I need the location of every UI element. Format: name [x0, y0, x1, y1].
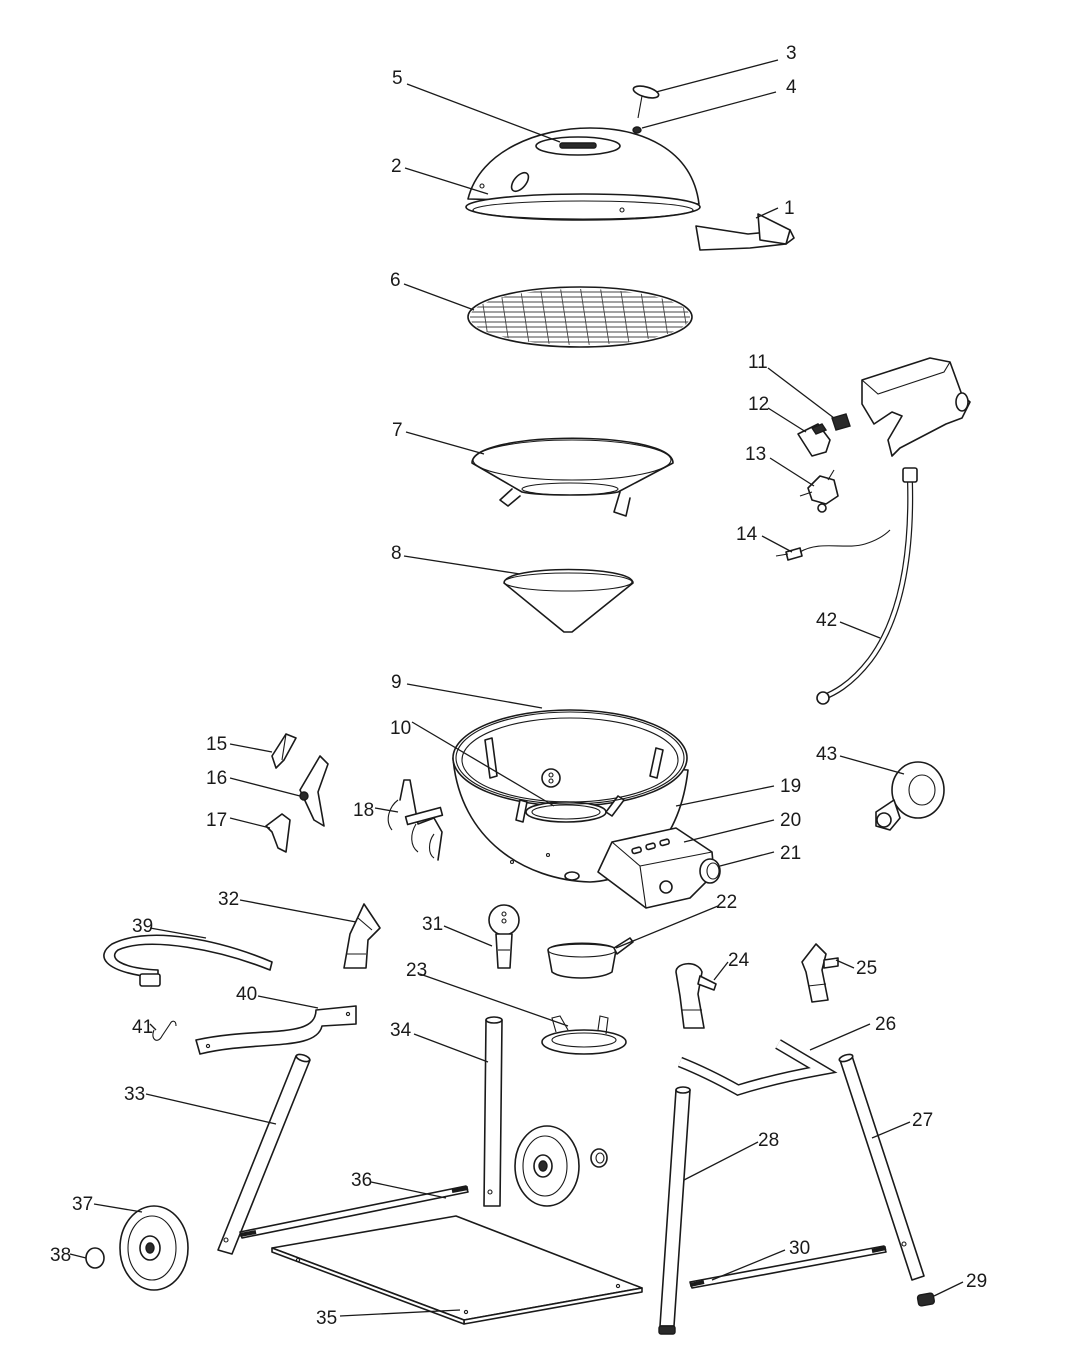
callout-18: 18: [353, 800, 374, 821]
igniter-icon: [797, 423, 831, 457]
axle-rod-icon: [239, 1185, 469, 1239]
gas-hose-icon: [816, 467, 918, 705]
wheel-icon: [514, 1125, 608, 1207]
callout-16: 16: [206, 768, 227, 789]
callout-2: 2: [391, 156, 402, 177]
callout-13: 13: [745, 444, 766, 465]
callout-20: 20: [780, 810, 801, 831]
foot-cap-icon: [916, 1292, 935, 1307]
valve-icon: [799, 469, 839, 513]
callout-19: 19: [780, 776, 801, 797]
cooking-grate-icon: [467, 286, 693, 348]
callout-21: 21: [780, 843, 801, 864]
leg-socket-icon: [801, 943, 839, 1003]
bracket-icon: [265, 813, 291, 853]
wheel-icon: [119, 1205, 189, 1291]
callout-8: 8: [391, 543, 402, 564]
callout-29: 29: [966, 1271, 987, 1292]
strap-icon: [195, 1005, 357, 1055]
callout-9: 9: [391, 672, 402, 693]
control-knob-icon: [699, 858, 721, 884]
callout-14: 14: [736, 524, 758, 545]
thermometer-icon: [632, 85, 660, 119]
callout-23: 23: [406, 960, 427, 981]
strap-icon: [103, 934, 273, 987]
leg-socket-icon: [675, 962, 717, 1029]
callout-22: 22: [716, 892, 737, 913]
callout-31: 31: [422, 914, 443, 935]
callout-42: 42: [816, 610, 837, 631]
callout-12: 12: [748, 394, 769, 415]
callout-35: 35: [316, 1308, 337, 1329]
callout-26: 26: [875, 1014, 896, 1035]
callout-30: 30: [789, 1238, 810, 1259]
callout-40: 40: [236, 984, 257, 1005]
callout-41: 41: [132, 1017, 153, 1038]
heat-tent-icon: [471, 437, 674, 517]
callout-43: 43: [816, 744, 837, 765]
callout-7: 7: [392, 420, 403, 441]
callout-15: 15: [206, 734, 227, 755]
leg-tube-icon: [838, 1053, 925, 1281]
callout-17: 17: [206, 810, 227, 831]
callout-10: 10: [390, 718, 411, 739]
callout-6: 6: [390, 270, 401, 291]
callout-1: 1: [784, 198, 795, 219]
leg-tube-icon: [217, 1053, 311, 1255]
callout-4: 4: [786, 77, 797, 98]
callout-27: 27: [912, 1110, 933, 1131]
callout-24: 24: [728, 950, 750, 971]
spring-clip-icon: [152, 1020, 177, 1041]
callout-33: 33: [124, 1084, 145, 1105]
leg-socket-icon: [343, 903, 381, 969]
lid-handle-icon: [695, 213, 795, 251]
callout-39: 39: [132, 916, 153, 937]
leg-tube-icon: [658, 1086, 691, 1335]
leg-tube-icon: [483, 1016, 503, 1207]
bowl-inner-ring-icon: [531, 804, 601, 820]
callout-labels: 1 2 3 4 5 6 7 8 9 10 11 12 13 14 15 16 1…: [50, 43, 987, 1329]
u-handle-icon: [677, 1039, 838, 1096]
callout-37: 37: [72, 1194, 93, 1215]
tool-hook-icon: [387, 779, 444, 861]
grill-lid-icon: [465, 127, 701, 221]
callout-25: 25: [856, 958, 877, 979]
burner-funnel-icon: [503, 568, 634, 633]
callout-36: 36: [351, 1170, 372, 1191]
side-cover-icon: [861, 357, 971, 457]
callout-5: 5: [392, 68, 403, 89]
hub-cap-icon: [85, 1247, 105, 1269]
leg-socket-icon: [488, 904, 520, 969]
leader-lines: [69, 59, 964, 1317]
callout-38: 38: [50, 1245, 71, 1266]
bottom-shelf-icon: [271, 1215, 643, 1325]
thermometer-nut-icon: [632, 126, 642, 134]
knob-clip-icon: [831, 413, 851, 431]
bracket-icon: [299, 755, 329, 827]
regulator-icon: [875, 761, 945, 831]
bowl-rim-icon: [455, 711, 685, 805]
bracket-icon: [271, 733, 297, 769]
axle-rod-icon: [689, 1245, 887, 1289]
callout-34: 34: [390, 1020, 412, 1041]
grease-cup-holder-icon: [541, 1015, 627, 1055]
callout-11: 11: [748, 352, 768, 373]
grease-cup-icon: [547, 937, 634, 979]
callout-3: 3: [786, 43, 797, 64]
callout-28: 28: [758, 1130, 779, 1151]
electrode-wire-icon: [775, 529, 891, 561]
lid-badge-icon: [535, 136, 621, 156]
callout-32: 32: [218, 889, 239, 910]
